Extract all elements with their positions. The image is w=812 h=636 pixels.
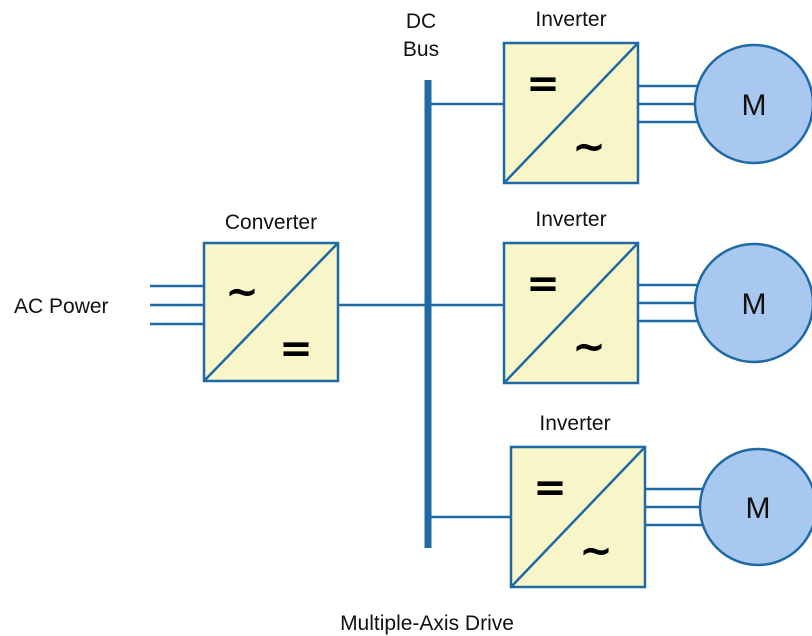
dc-bus-label-line2: Bus (403, 38, 439, 61)
inverter-2-ac-symbol: ~ (572, 324, 606, 370)
inverter-2-dc-symbol: = (526, 261, 560, 307)
diagram-caption: Multiple-Axis Drive (340, 612, 514, 635)
motor-1: M (693, 43, 812, 165)
motor-3: M (698, 447, 812, 567)
converter-ac-symbol: ~ (225, 269, 259, 315)
ac-input-lines (150, 284, 205, 326)
converter-dc-symbol: = (279, 326, 313, 372)
converter-block: ~ = (202, 241, 340, 383)
inverter-3-dc-symbol: = (533, 465, 567, 511)
motor-lines-2 (638, 283, 700, 323)
motor-3-label: M (746, 492, 771, 525)
motor-lines-3 (645, 487, 706, 527)
inverter-1-label: Inverter (535, 8, 606, 31)
dc-bus-label-line1: DC (406, 10, 436, 33)
inverter-1-ac-symbol: ~ (572, 124, 606, 170)
inverter-3-ac-symbol: ~ (579, 528, 613, 574)
ac-power-label: AC Power (14, 295, 109, 318)
motor-2-label: M (742, 288, 767, 321)
motor-1-label: M (742, 89, 767, 122)
inverter-1-dc-symbol: = (526, 61, 560, 107)
converter-label: Converter (225, 211, 317, 234)
inverter-2-label: Inverter (535, 208, 606, 231)
inverter-3-label: Inverter (539, 412, 610, 435)
motor-lines-1 (638, 84, 700, 124)
inverter-block-3: = ~ (509, 445, 647, 589)
inverter-block-1: = ~ (502, 41, 640, 185)
motor-2: M (693, 242, 812, 364)
inverter-block-2: = ~ (502, 241, 640, 385)
